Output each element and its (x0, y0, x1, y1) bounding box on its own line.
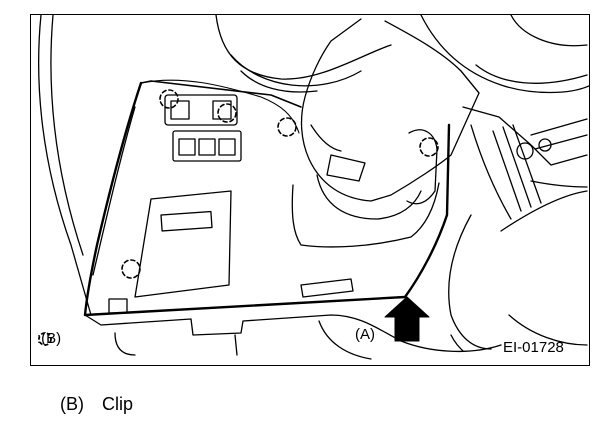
dashboard-outline (38, 15, 589, 316)
legend-clip-label: :(B) (37, 330, 62, 347)
steering-column (300, 18, 480, 202)
wire-harness (140, 79, 300, 134)
caption-text: Clip (102, 394, 134, 414)
callout-a-label: (A) (355, 326, 375, 343)
figure-id: EI-01728 (503, 339, 564, 356)
caption: (B) Clip (60, 394, 133, 414)
caption-ref: (B) (60, 394, 84, 414)
center-console (448, 106, 588, 350)
lower-trim (84, 314, 502, 360)
line-drawing (38, 15, 589, 360)
clip-marker-4 (419, 137, 439, 157)
clip-marker-2 (217, 103, 237, 123)
dashed-circle-icon (38, 332, 52, 346)
legend-clip-key: :(B) (37, 331, 61, 346)
clip-marker-5 (121, 259, 141, 279)
clip-marker-1 (159, 89, 179, 109)
diagram-frame: (A) :(B) EI-01728 (30, 14, 590, 366)
lower-cover-panel (83, 80, 451, 317)
clip-marker-3 (277, 117, 297, 137)
thick-up-arrow-icon (384, 296, 430, 342)
clip-markers (121, 89, 439, 279)
